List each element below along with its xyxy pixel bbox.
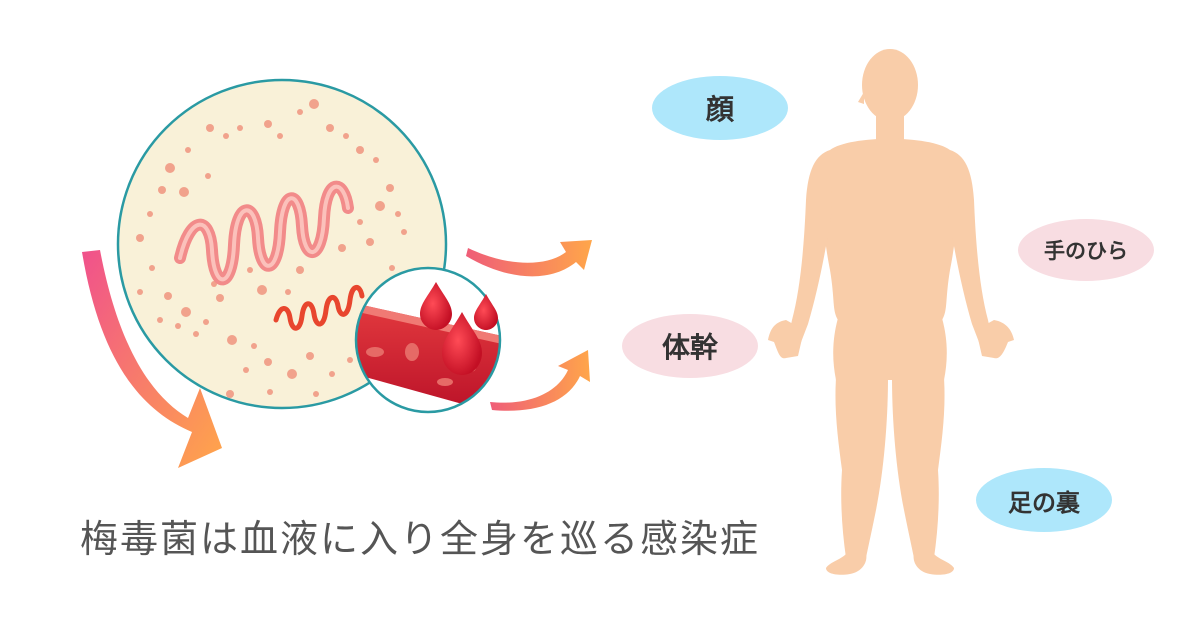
lesion-dot (205, 173, 211, 179)
lesion-dot (277, 133, 283, 139)
lesion-dot (285, 289, 291, 295)
label-sole: 足の裏 (976, 468, 1112, 532)
lesion-dot (264, 358, 272, 366)
label-palm: 手のひら (1018, 219, 1154, 281)
lesion-dot (136, 234, 144, 242)
lesion-dot (175, 323, 181, 329)
lesion-dot (306, 352, 314, 360)
label-face: 顔 (652, 76, 788, 140)
lesion-dot (338, 244, 346, 252)
lesion-dot (164, 292, 172, 300)
lesion-dot (347, 357, 353, 363)
lesion-dot (264, 120, 272, 128)
label-trunk: 体幹 (622, 314, 758, 378)
blood-drop-icon (420, 282, 452, 330)
lesion-dot (401, 229, 407, 235)
lesion-dot (386, 184, 394, 192)
lesion-dot (193, 331, 199, 337)
lesion-dot (297, 109, 303, 115)
caption: 梅毒菌は血液に入り全身を巡る感染症 (80, 517, 761, 561)
lesion-dot (343, 133, 349, 139)
blood-vessel-circle (354, 266, 502, 414)
lesion-dot (366, 238, 374, 246)
lesion-dot (326, 124, 334, 132)
lesion-dot (226, 390, 234, 398)
lesion-dot (165, 163, 175, 173)
arrow-upper (466, 240, 592, 277)
lesion-dot (313, 391, 319, 397)
lesion-dot (223, 133, 229, 139)
spirochete-small (273, 285, 365, 331)
lesion-dot (389, 265, 395, 271)
lesion-dot (185, 147, 191, 153)
curved-arrow-large (82, 250, 222, 468)
lesion-dot (147, 211, 153, 217)
lesion-dot (375, 201, 385, 211)
lesion-dot (227, 335, 237, 345)
lesion-dot (179, 187, 189, 197)
lesion-dot (243, 367, 249, 373)
lesion-dot (296, 266, 304, 274)
lesion-dot (206, 124, 214, 132)
blood-drop-icon (474, 294, 498, 330)
lesion-dot (267, 389, 273, 395)
arrow-lower (490, 350, 590, 411)
lesion-dot (157, 317, 163, 323)
blood-drop-icon (442, 312, 482, 375)
lesion-dot (237, 125, 243, 131)
lesion-dot (216, 294, 224, 302)
lesion-dot (158, 186, 166, 194)
lesion-dot (287, 369, 297, 379)
lesion-dot (181, 307, 191, 317)
lesion-dot (257, 285, 267, 295)
human-body (768, 49, 1014, 575)
lesion-dot (309, 99, 319, 109)
lesion-dot (357, 219, 363, 225)
lesion-dot (149, 265, 155, 271)
lesion-dot (356, 146, 364, 154)
lesion-dot (373, 157, 379, 163)
lesion-dot (203, 319, 209, 325)
lesion-dot (329, 371, 335, 377)
lesion-dot (251, 343, 257, 349)
lesion-dot (247, 267, 253, 273)
lesion-dot (395, 211, 401, 217)
lesion-dot (137, 289, 143, 295)
